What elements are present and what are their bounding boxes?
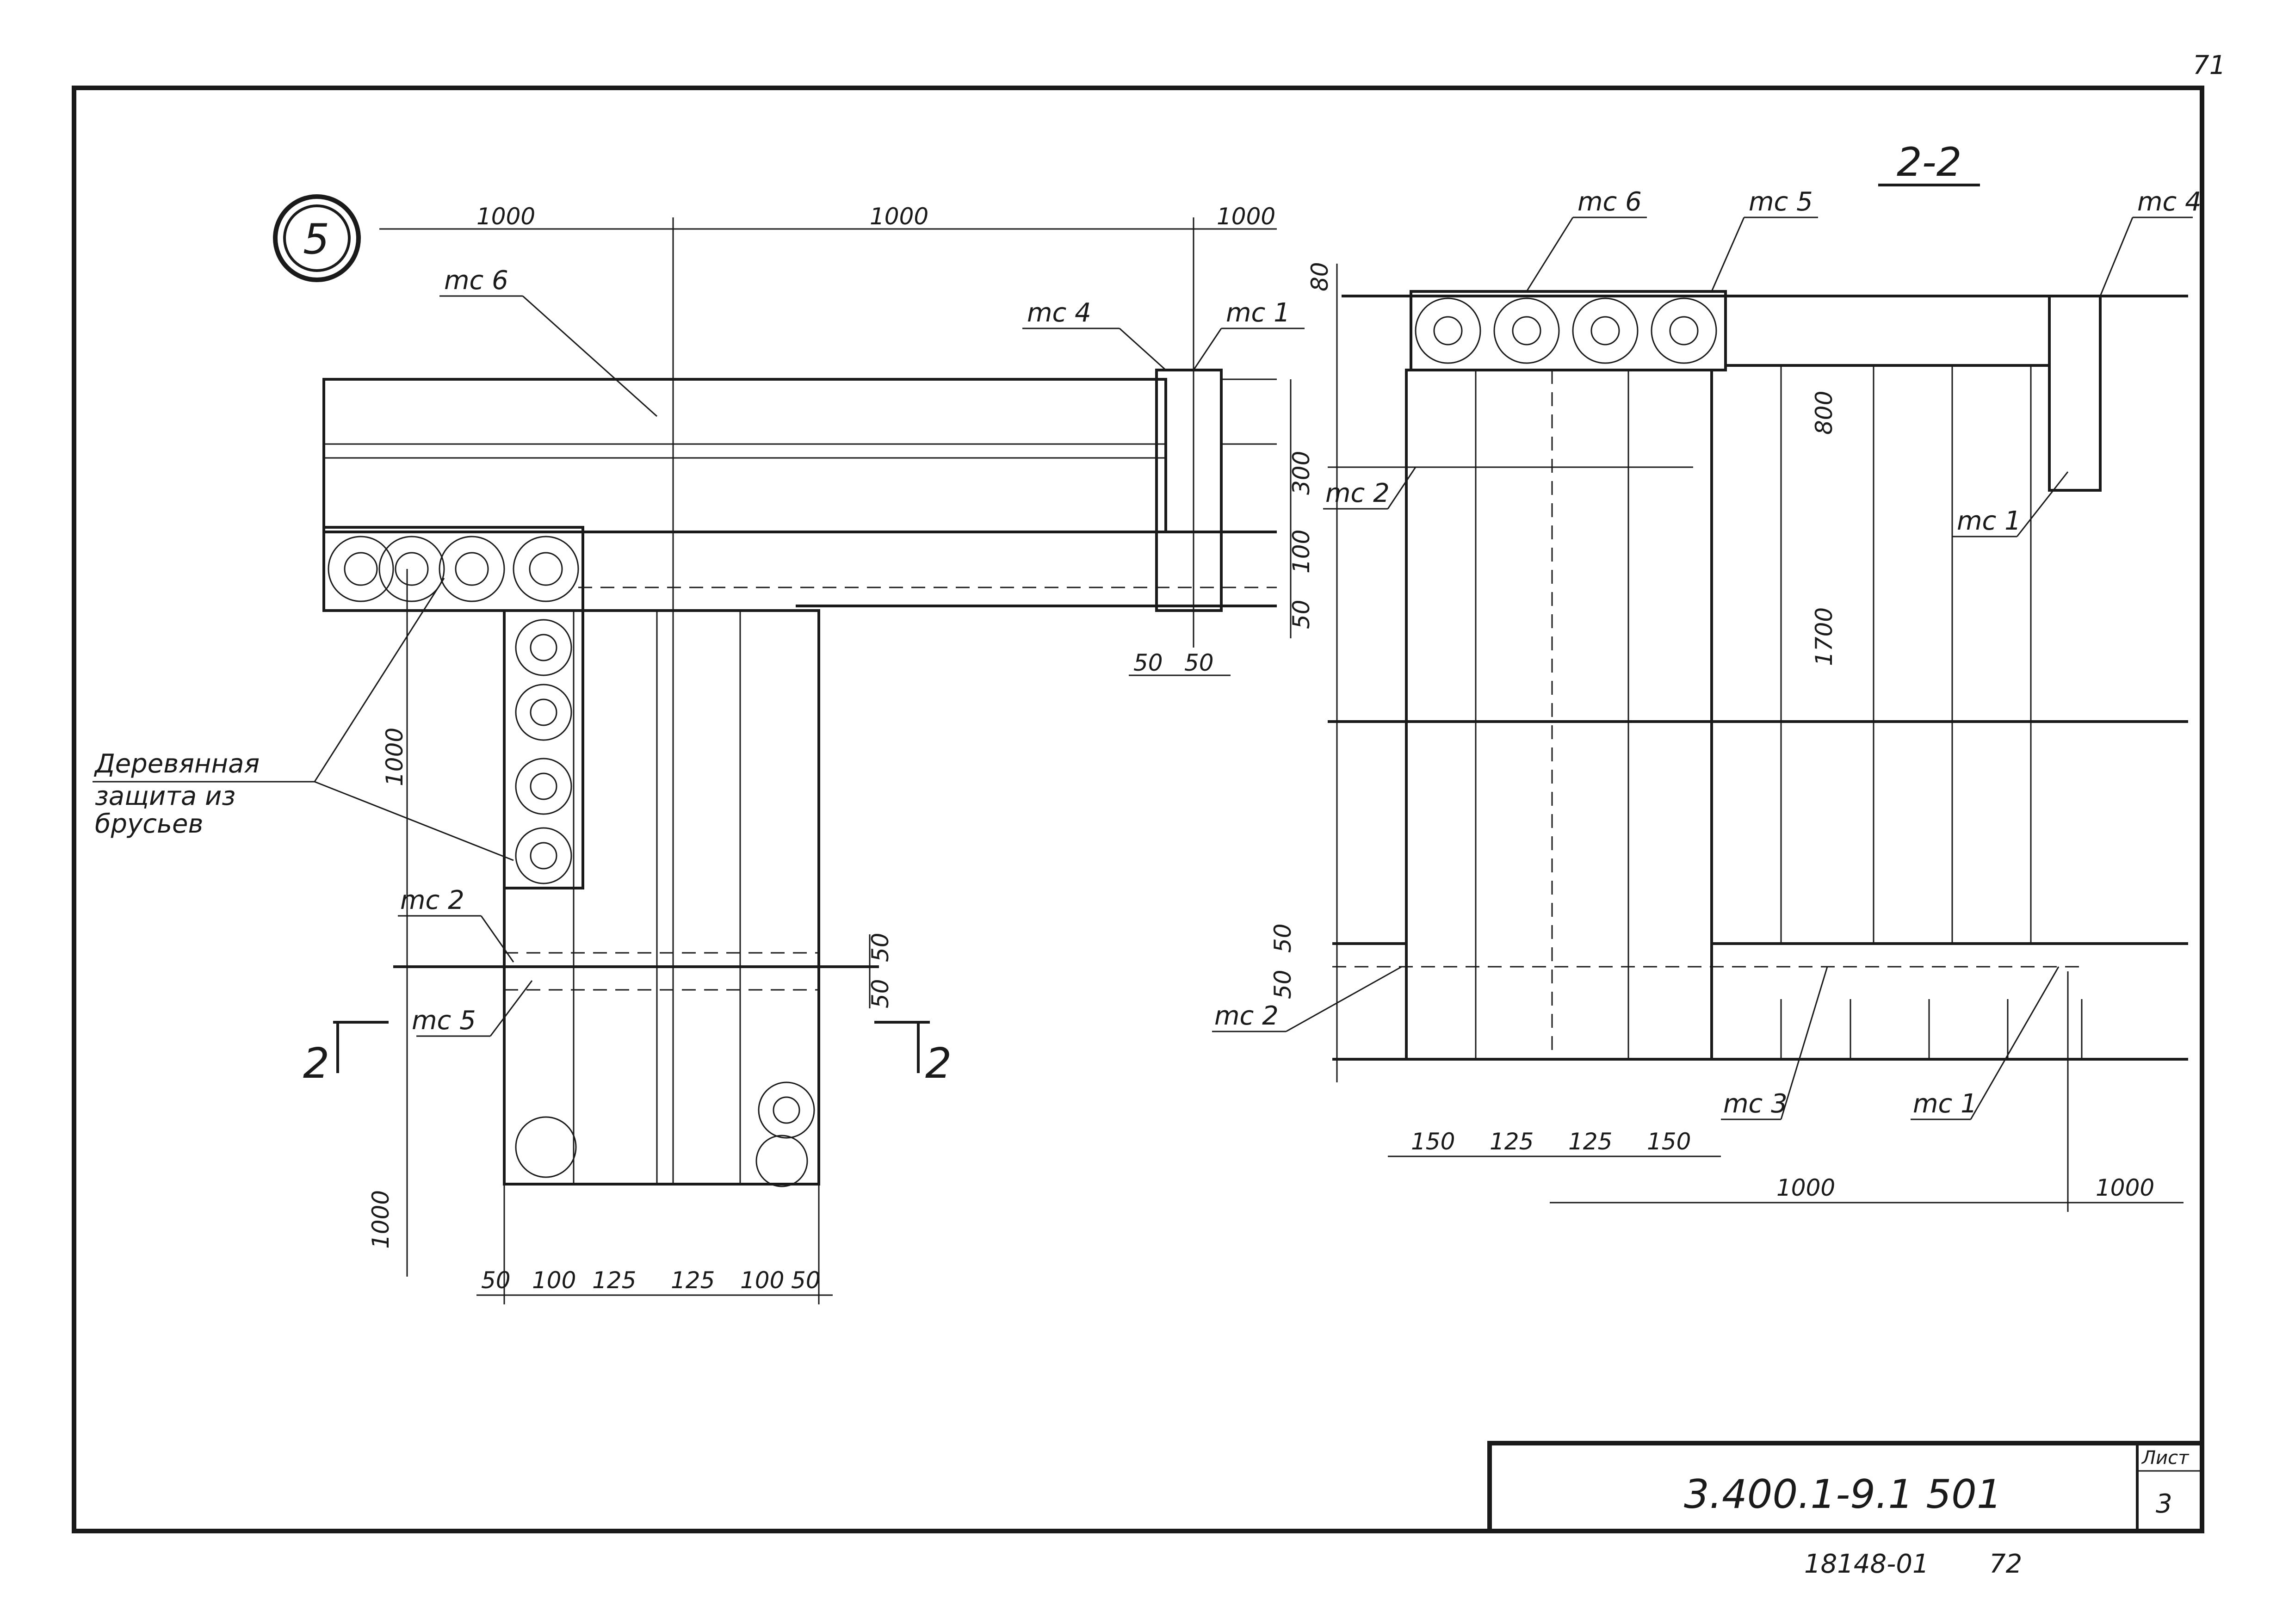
plan-dim-right-1: 300 bbox=[1288, 451, 1315, 495]
section-dim-left-top: 80 bbox=[1306, 262, 1333, 291]
node-marker-circle bbox=[273, 194, 361, 282]
section-cut-left: 2 bbox=[303, 1039, 329, 1088]
plan-dim-bottom-4: 125 bbox=[671, 1267, 715, 1294]
archive-page: 72 bbox=[1989, 1549, 2022, 1579]
plan-dim-top-3: 1000 bbox=[1217, 203, 1275, 230]
plan-dim-bottom-2: 100 bbox=[532, 1267, 576, 1294]
section-dim-left-bottom-2: 50 bbox=[1269, 969, 1296, 999]
page-corner-number: 71 bbox=[2193, 50, 2226, 80]
section-dim-inner-1: 800 bbox=[1811, 391, 1837, 435]
plan-view: 5 1000 1000 1000 bbox=[93, 194, 1315, 1304]
section-title: 2-2 bbox=[1897, 139, 1961, 185]
section-dim-span-2: 1000 bbox=[2096, 1174, 2154, 1201]
wood-note-line-2: защита из bbox=[95, 781, 235, 811]
section-label-mc1-bottom: mc 1 bbox=[1913, 1089, 1977, 1119]
plan-label-mc1: mc 1 bbox=[1226, 298, 1290, 328]
plan-dim-bottom-5: 100 bbox=[740, 1267, 784, 1294]
section-dim-bottom-3: 125 bbox=[1568, 1128, 1612, 1155]
drawing-frame bbox=[72, 86, 2204, 1533]
section-label-mc2-top: mc 2 bbox=[1325, 478, 1390, 508]
plan-dim-top-1: 1000 bbox=[476, 203, 535, 230]
plan-dim-left-1: 1000 bbox=[381, 728, 408, 786]
plan-dim-right-2: 100 bbox=[1288, 530, 1315, 574]
plan-dim-bottom-1: 50 bbox=[481, 1267, 511, 1294]
log-ends-column bbox=[503, 609, 584, 889]
section-label-mc4: mc 4 bbox=[2137, 187, 2202, 217]
plan-dim-mid-1: 50 bbox=[867, 932, 894, 962]
section-label-mc6: mc 6 bbox=[1577, 187, 1642, 217]
plan-dim-small-2: 50 bbox=[1184, 649, 1214, 676]
plan-dim-top-2: 1000 bbox=[870, 203, 928, 230]
plan-dim-left-2: 1000 bbox=[367, 1190, 394, 1249]
plan-label-mc2: mc 2 bbox=[400, 885, 464, 915]
section-label-mc5: mc 5 bbox=[1749, 187, 1813, 217]
section-dim-bottom-4: 150 bbox=[1647, 1128, 1691, 1155]
stamp-sheet-number: 3 bbox=[2156, 1489, 2172, 1519]
node-marker: 5 bbox=[303, 215, 329, 264]
section-cut-right: 2 bbox=[925, 1039, 952, 1088]
section-dim-inner-2: 1700 bbox=[1811, 607, 1837, 666]
plan-dim-right-3: 50 bbox=[1288, 599, 1315, 629]
section-dim-bottom-1: 150 bbox=[1411, 1128, 1455, 1155]
plan-dim-bottom-3: 125 bbox=[592, 1267, 636, 1294]
log-ends-top bbox=[322, 526, 584, 612]
plan-dim-mid-2: 50 bbox=[867, 979, 894, 1008]
plan-label-mc4: mc 4 bbox=[1027, 298, 1091, 328]
archive-number: 18148-01 bbox=[1804, 1549, 1929, 1579]
section-label-mc1-top: mc 1 bbox=[1957, 506, 2021, 536]
plan-dim-small-1: 50 bbox=[1133, 649, 1163, 676]
wood-note-line-1: Деревянная bbox=[93, 749, 260, 779]
section-label-mc3: mc 3 bbox=[1723, 1089, 1788, 1119]
plan-label-mc5: mc 5 bbox=[412, 1006, 476, 1036]
plan-dim-bottom-6: 50 bbox=[791, 1267, 821, 1294]
section-dim-bottom-2: 125 bbox=[1490, 1128, 1534, 1155]
section-dim-span-1: 1000 bbox=[1776, 1174, 1835, 1201]
title-block: 3.400.1-9.1 501 Лист 3 bbox=[1487, 1441, 2204, 1533]
section-view: 2-2 mc 6 bbox=[1212, 139, 2202, 1212]
stamp-sheet-label: Лист bbox=[2141, 1447, 2190, 1469]
section-label-mc2-bottom: mc 2 bbox=[1214, 1001, 1279, 1031]
wood-note-line-3: брусьев bbox=[95, 809, 203, 839]
plan-label-mc6: mc 6 bbox=[444, 266, 508, 296]
stamp-code: 3.400.1-9.1 501 bbox=[1684, 1471, 2002, 1518]
section-dim-left-bottom-1: 50 bbox=[1269, 923, 1296, 953]
